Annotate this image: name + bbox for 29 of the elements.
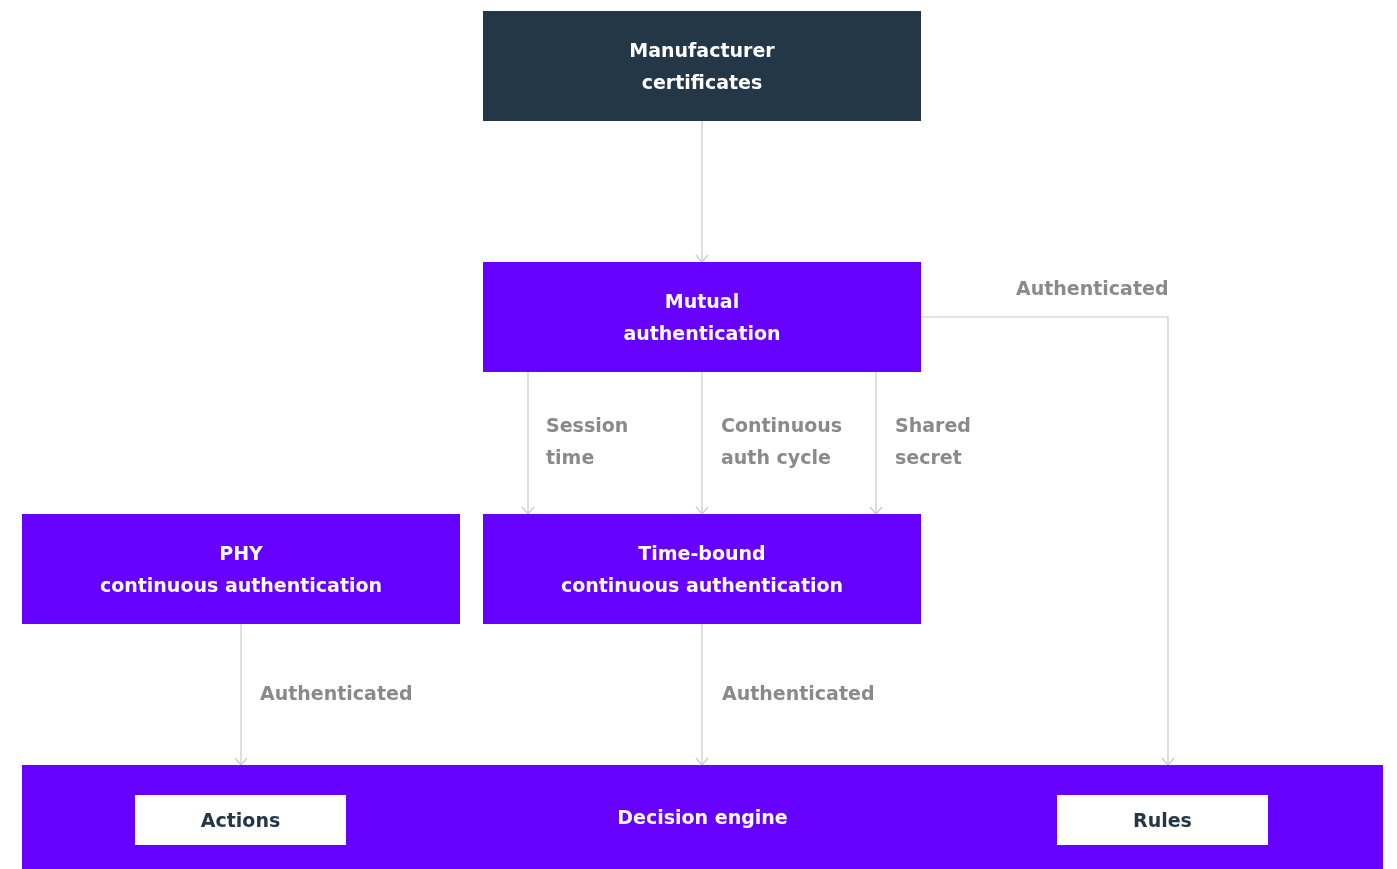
label-box <box>135 795 346 845</box>
edge-label: Authenticated <box>1016 276 1169 301</box>
edge-label: Continuous auth cycle <box>721 413 844 470</box>
engine-band <box>22 765 1383 869</box>
process-box <box>22 514 460 624</box>
node-text: Rules <box>1133 808 1192 833</box>
arrow <box>695 371 709 515</box>
node-text: PHY <box>219 541 263 566</box>
process-box <box>483 514 921 624</box>
arrow <box>234 623 248 766</box>
node-text: continuous authentication <box>99 573 383 598</box>
label-box <box>1057 795 1268 845</box>
edge-label: Shared secret <box>895 413 972 470</box>
node-text: continuous authentication <box>560 573 844 598</box>
process-box <box>483 262 921 372</box>
arrow <box>695 623 709 766</box>
arrow <box>869 371 883 515</box>
node-text: Mutual authentication <box>622 289 782 346</box>
arrow <box>920 316 1175 766</box>
edge-label: Authenticated <box>722 681 875 706</box>
node-text: Manufacturer certificates <box>628 38 776 95</box>
node-text: Actions <box>200 808 281 833</box>
arrow <box>695 120 709 263</box>
process-box <box>483 11 921 121</box>
arrow <box>521 371 535 515</box>
node-text: Decision engine <box>617 805 788 830</box>
edge-label: Authenticated <box>260 681 413 706</box>
node-text: Time-bound <box>638 541 766 566</box>
edge-label: Session time <box>546 413 630 470</box>
